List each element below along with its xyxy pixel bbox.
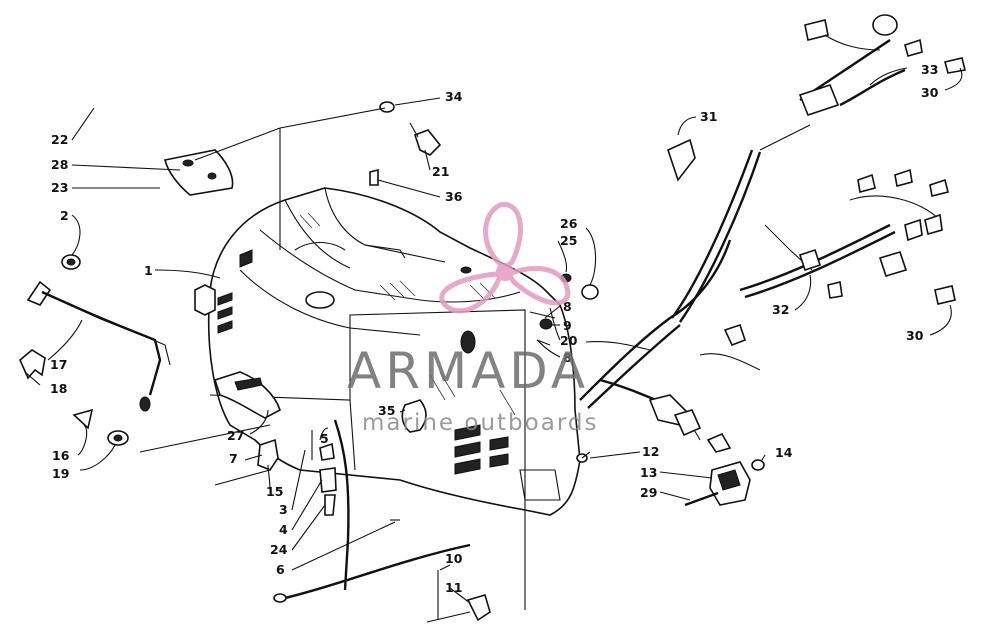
wire-6	[284, 543, 471, 600]
housing-right-louvres	[454, 424, 561, 501]
callout-20: 20	[560, 333, 578, 348]
callout-34: 34	[445, 89, 463, 104]
section-outline	[209, 309, 526, 610]
callout-5: 5	[320, 431, 329, 446]
housing-left-louvres	[194, 249, 253, 334]
callout-19: 19	[52, 466, 69, 481]
cam-35	[401, 399, 427, 433]
callout-9: 9	[563, 318, 572, 333]
front-panel-line	[349, 399, 356, 471]
callout-28: 28	[51, 157, 68, 172]
leader-lines	[24, 67, 963, 604]
wire-24	[333, 419, 350, 591]
callout-labels: 1 2 3 4 5 6 7 8 8 9 10 11 12 13 14 15 16…	[50, 62, 939, 595]
callout-30a: 30	[921, 85, 939, 100]
watermark-subtitle: marine outboards	[362, 410, 598, 436]
switch-19	[107, 430, 129, 446]
nut-14	[751, 459, 765, 471]
watermark-title: ARMADA	[347, 342, 589, 400]
callout-14: 14	[775, 445, 793, 460]
callout-27: 27	[227, 428, 244, 443]
callout-8b: 8	[563, 350, 572, 365]
callout-25: 25	[560, 233, 577, 248]
console-housing	[194, 187, 581, 516]
grommet-34	[379, 101, 395, 113]
callout-21: 21	[432, 164, 449, 179]
plug-36	[369, 168, 379, 186]
callout-18: 18	[50, 381, 67, 396]
callout-35: 35	[378, 403, 395, 418]
knob-16	[72, 408, 94, 430]
nut-9	[539, 318, 553, 330]
bracket-27	[213, 371, 281, 419]
watermark: ARMADA marine outboards	[347, 202, 598, 436]
callout-31: 31	[700, 109, 717, 124]
callout-1: 1	[144, 263, 153, 278]
clip-11	[466, 594, 491, 622]
propeller-logo	[439, 202, 571, 314]
callout-33: 33	[921, 62, 938, 77]
callout-26: 26	[560, 216, 578, 231]
callout-2: 2	[60, 208, 69, 223]
callout-22: 22	[51, 132, 68, 147]
callout-15: 15	[266, 484, 283, 499]
callout-30b: 30	[906, 328, 924, 343]
callout-24: 24	[270, 542, 288, 557]
callout-8a: 8	[563, 299, 572, 314]
bracket-22	[164, 149, 234, 196]
harness-20	[579, 239, 761, 453]
callout-4: 4	[279, 522, 288, 537]
bolt-29	[684, 491, 719, 507]
callout-23: 23	[51, 180, 68, 195]
housing-hatching	[299, 212, 516, 416]
callout-6: 6	[276, 562, 285, 577]
terminals-3-4-5	[319, 442, 337, 516]
callout-32: 32	[772, 302, 789, 317]
callout-12: 12	[642, 444, 659, 459]
bolt-10	[426, 611, 471, 623]
callout-7: 7	[229, 451, 238, 466]
callout-36: 36	[445, 189, 463, 204]
callout-13: 13	[640, 465, 657, 480]
callout-17: 17	[50, 357, 67, 372]
switch-21	[409, 122, 442, 156]
callout-10: 10	[445, 551, 463, 566]
lever-17	[26, 280, 171, 412]
callout-16: 16	[52, 448, 70, 463]
callout-3: 3	[279, 502, 288, 517]
callout-29: 29	[640, 485, 657, 500]
cable-31	[667, 124, 811, 323]
harness-32	[739, 168, 956, 305]
harness-33	[798, 14, 966, 116]
callout-11: 11	[445, 580, 462, 595]
clip-18	[19, 349, 46, 380]
clip-15	[257, 438, 279, 471]
switch-13	[684, 459, 765, 507]
